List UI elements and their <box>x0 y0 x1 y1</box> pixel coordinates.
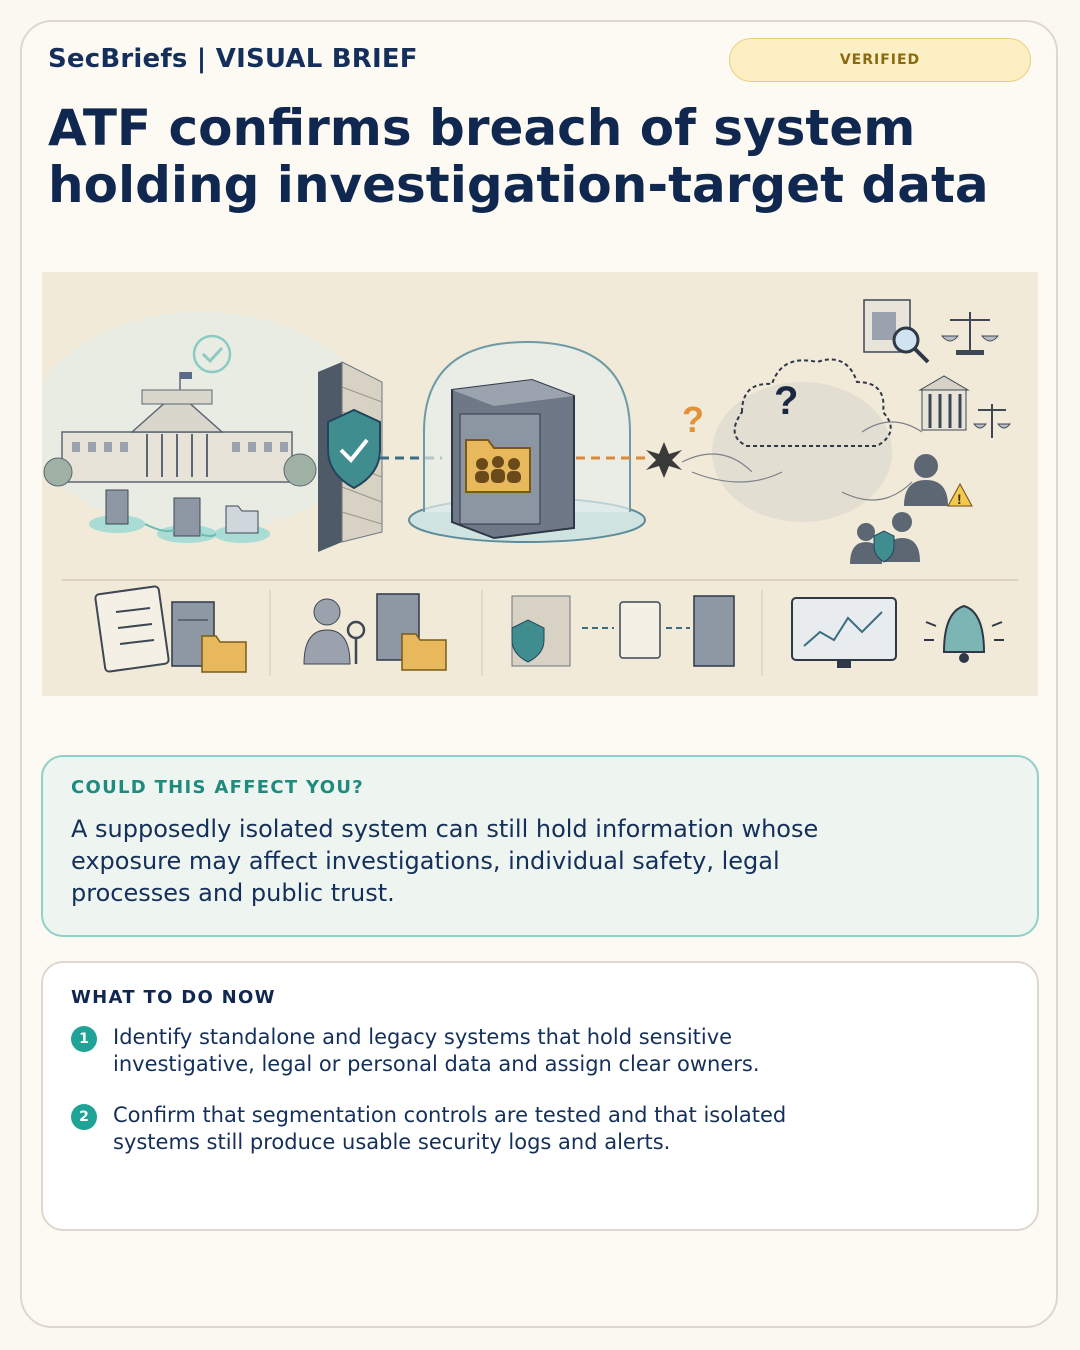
firewall-shield-icon <box>511 595 571 667</box>
checkmark-icon <box>192 334 232 374</box>
shield-check-icon <box>327 408 381 490</box>
people-folder-icon <box>401 633 447 671</box>
people-folder-icon <box>201 635 247 673</box>
verified-badge: VERIFIED <box>729 38 1031 82</box>
person-warning-icon: ! <box>904 454 973 507</box>
svg-text:?: ? <box>774 379 798 423</box>
brand-label: SecBriefs | VISUAL BRIEF <box>48 44 418 74</box>
step-number-badge: 2 <box>71 1104 97 1130</box>
todo-panel: WHAT TO DO NOW 1 Identify standalone and… <box>41 961 1039 1231</box>
step-text: Confirm that segmentation controls are t… <box>113 1103 787 1154</box>
step-text: Identify standalone and legacy systems t… <box>113 1025 760 1076</box>
illustration: ? ? <box>42 272 1038 696</box>
clipboard-checklist-icon <box>94 585 170 673</box>
affect-heading: COULD THIS AFFECT YOU? <box>71 777 365 798</box>
server-icon <box>693 595 735 667</box>
affect-body: A supposedly isolated system can still h… <box>71 815 819 907</box>
affect-panel: COULD THIS AFFECT YOU? A supposedly isol… <box>41 755 1039 937</box>
checklist-icon <box>619 601 661 659</box>
group-shield-icon <box>850 512 920 564</box>
svg-text:?: ? <box>682 399 704 440</box>
document-search-icon <box>863 299 930 364</box>
user-key-icon <box>303 598 366 665</box>
server-in-dome-icon <box>408 340 646 543</box>
monitor-chart-icon <box>791 597 897 668</box>
spark-icon <box>646 442 682 478</box>
server-icon <box>89 489 217 543</box>
folder-icon <box>214 505 270 543</box>
cloud-icon: ? <box>681 358 923 522</box>
page-title: ATF confirms breach of system holding in… <box>48 99 989 214</box>
question-icon: ? <box>682 399 704 440</box>
svg-text:!: ! <box>957 491 962 507</box>
scales-icon <box>940 312 1000 355</box>
government-building-icon <box>43 372 317 487</box>
people-folder-icon <box>465 439 531 493</box>
bell-alert-icon <box>924 604 1004 663</box>
courthouse-icon <box>918 375 1012 438</box>
todo-heading: WHAT TO DO NOW <box>71 987 276 1008</box>
step-number-badge: 1 <box>71 1026 97 1052</box>
